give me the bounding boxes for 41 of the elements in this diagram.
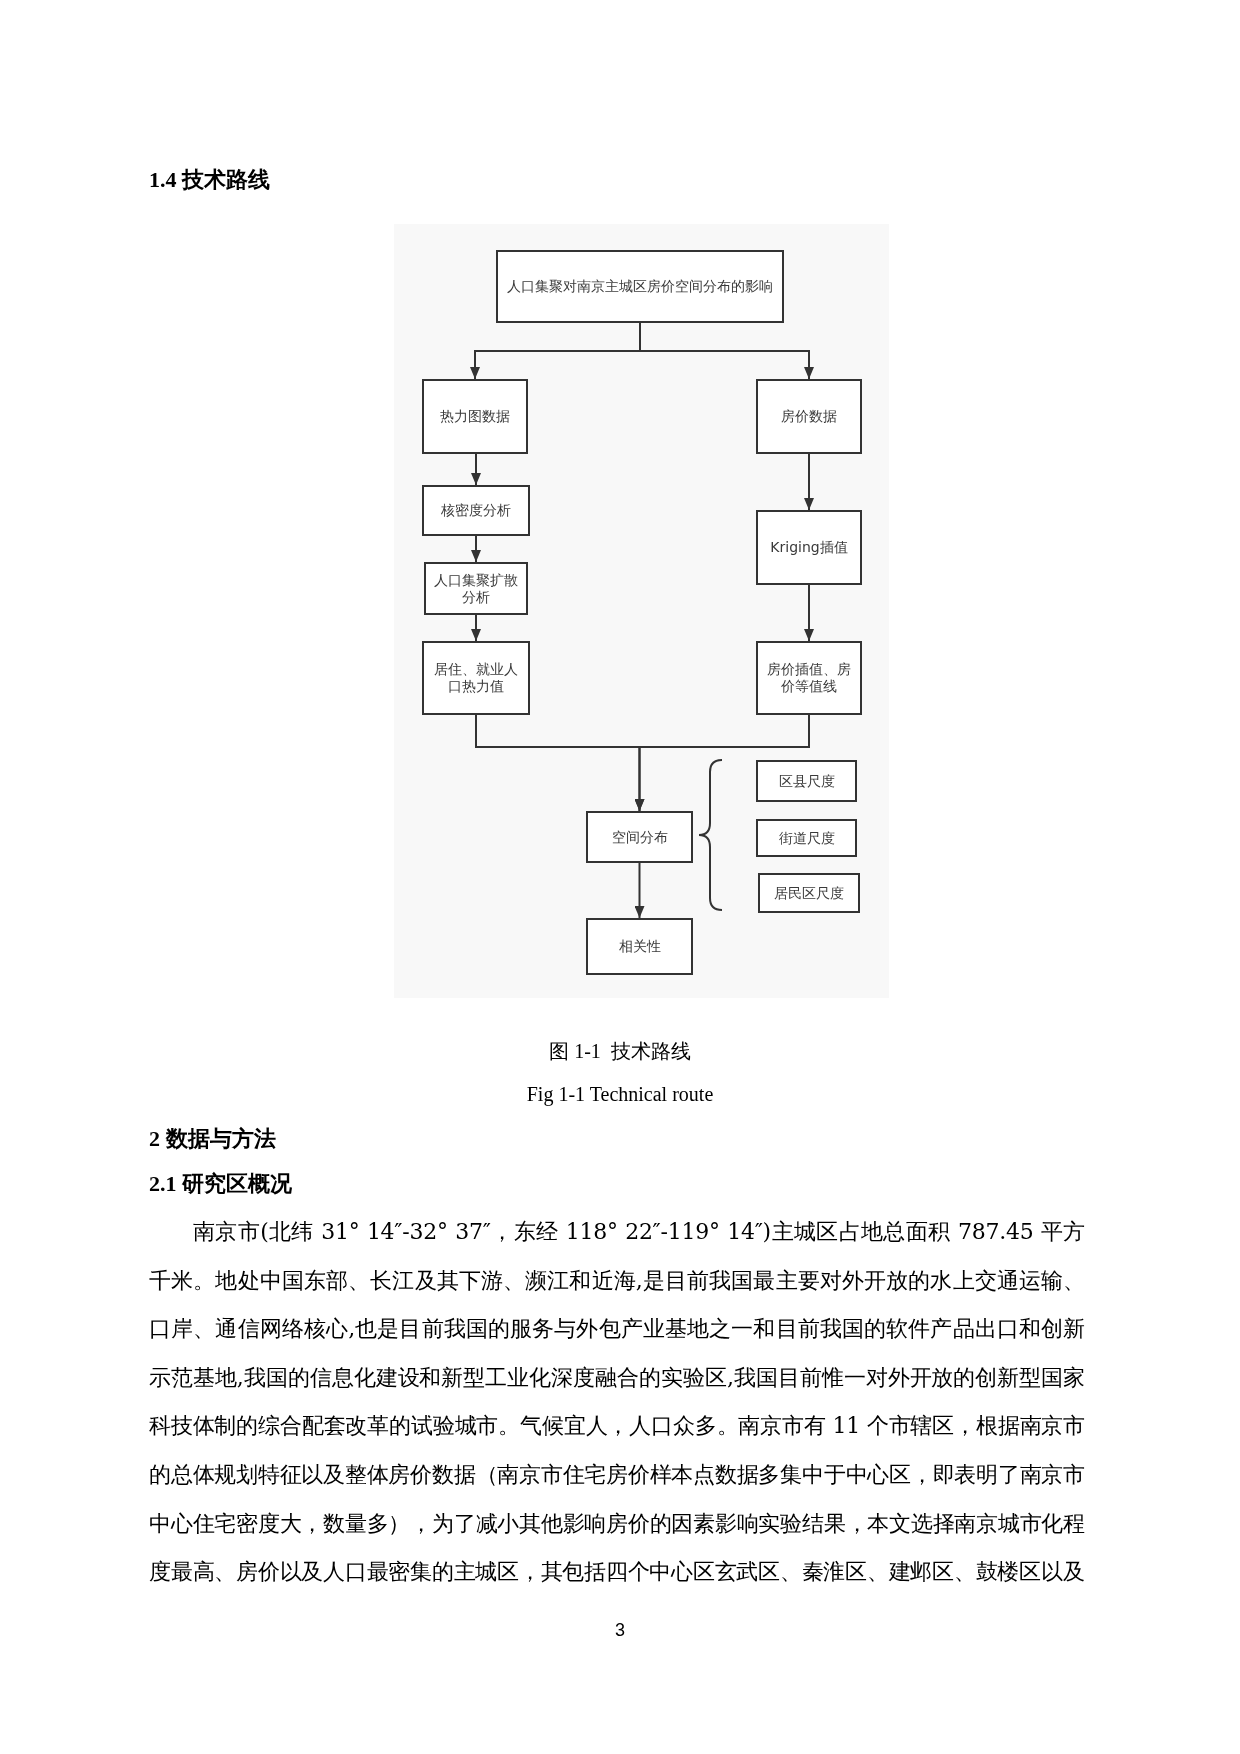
result-box — [586, 918, 693, 975]
flow-arrow — [471, 535, 481, 563]
step-label: 房价插值、房价等值线 — [766, 661, 852, 695]
process-box — [422, 485, 530, 536]
process-box — [422, 641, 530, 715]
step-label: 空间分布 — [611, 828, 668, 846]
step-label: Kriging插值 — [770, 539, 848, 556]
flow-arrow — [471, 614, 481, 642]
step-label: 人口集聚对南京主城区房价空间分布的影响 — [507, 278, 773, 295]
step-label: 居民区尺度 — [774, 884, 844, 902]
process-box — [756, 510, 862, 585]
topic-box — [496, 250, 784, 323]
step-label: 房价数据 — [781, 408, 837, 425]
step-label: 人口集聚扩散分析 — [434, 571, 518, 606]
subsection-heading: 2.1 研究区概况 — [149, 1169, 292, 1198]
process-box — [756, 379, 862, 454]
scale-box — [756, 760, 857, 802]
figure-caption: Fig 1-1 Technical route — [526, 1082, 714, 1107]
flow-arrow — [804, 584, 814, 642]
step-label: 相关性 — [618, 938, 661, 955]
flow-arrow — [639, 322, 814, 380]
page-number: 3 — [615, 1618, 625, 1642]
figure-caption: 图 1-1 技术路线 — [549, 1039, 691, 1064]
process-box — [586, 811, 693, 863]
scale-box — [756, 819, 857, 857]
step-label: 核密度分析 — [441, 502, 511, 519]
process-box — [422, 379, 528, 454]
section-heading: 1.4 技术路线 — [149, 165, 270, 194]
flow-arrow — [471, 453, 481, 486]
process-box — [756, 641, 862, 715]
flow-arrow — [804, 453, 814, 511]
step-label: 街道尺度 — [778, 829, 835, 847]
flow-arrow — [634, 862, 645, 919]
flow-arrow — [634, 714, 810, 812]
process-box — [424, 562, 528, 615]
step-label: 居住、就业人口热力值 — [433, 661, 519, 695]
section-heading: 2 数据与方法 — [149, 1124, 276, 1153]
step-label: 热力图数据 — [440, 408, 510, 425]
scale-box — [758, 873, 860, 913]
body-paragraph: 南京市(北纬 31° 14″-32° 37″，东经 118° 22″-119° 14″)主城区占地总面积 787.45 平方千米。地处中国东部、长江及其下游、濒江和近海,是目前我国最主要对外开放的水上交通运输、口岸、通信网络核心,也是目前我国的服务与外包产业基地之一和目前我国的软件产品出口和创新示范基地,我国的信息化建设和新型工业化深度融合的实验区,我国目前惟一对外开放的创新型国家科技体制的综合配套改革的试验城市。气候宜人，人口众多。南京市有 11 个市辖区，根据南京市的总体规划特征以及整体房价数据（南京市住宅房价样本点数据多集中于中心区，即表明了南京市中心住宅密度大，数量多），为了减小其他影响房价的因素影响实验结果，本文选择南京城市化程度最高、房价以及人口最密集的主城区，其包括四个中心区玄武区、秦淮区、建邺区、鼓楼区以及 — [149, 1218, 1085, 1587]
step-label: 区县尺度 — [778, 772, 835, 790]
